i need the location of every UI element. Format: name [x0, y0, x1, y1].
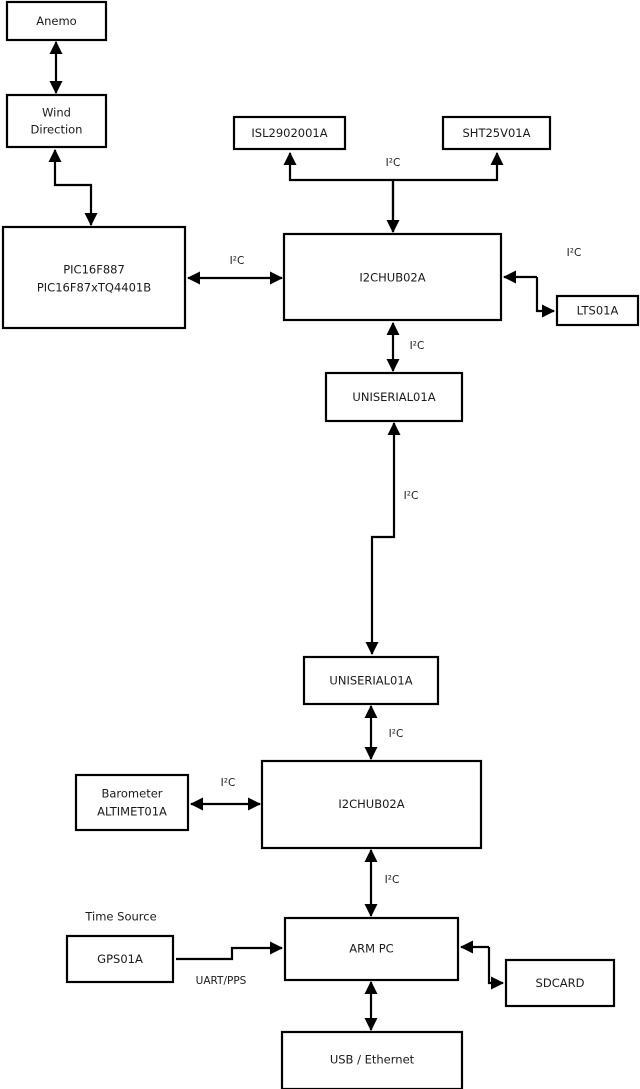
- edge-hub-sensors: I²C: [283, 151, 504, 234]
- edge-line: [48, 148, 98, 227]
- node-label-pic-line2: PIC16F87xTQ4401B: [37, 281, 151, 295]
- node-label-lts: LTS01A: [577, 304, 619, 318]
- edge-line-sd-out: [487, 947, 505, 990]
- node-box[interactable]: [232, 115, 347, 151]
- node-wind-direction[interactable]: Wind Direction: [5, 93, 108, 149]
- edge-line-isl: [283, 151, 395, 232]
- node-box[interactable]: [504, 958, 616, 1008]
- node-label-hub-top: I2CHUB02A: [359, 271, 425, 285]
- node-label-uniserial-upper: UNISERIAL01A: [352, 390, 435, 404]
- node-label-wind-line1: Wind: [42, 106, 71, 120]
- node-sht25v01a[interactable]: SHT25V01A: [441, 115, 552, 151]
- node-anemo[interactable]: Anemo: [5, 0, 108, 42]
- edge-hub2-armpc: I²C: [364, 848, 400, 918]
- node-box[interactable]: [282, 232, 503, 322]
- node-lts01a[interactable]: LTS01A: [555, 294, 640, 327]
- node-box[interactable]: [555, 294, 640, 327]
- node-box[interactable]: [74, 773, 190, 832]
- edge-label-hub2-armpc: I²C: [385, 874, 400, 886]
- node-label-usbeth: USB / Ethernet: [330, 1053, 415, 1067]
- edge-label-hub-lts: I²C: [567, 247, 582, 259]
- node-box[interactable]: [280, 1030, 464, 1089]
- node-uniserial01a-lower[interactable]: UNISERIAL01A: [302, 655, 440, 706]
- node-label-sht: SHT25V01A: [463, 126, 531, 140]
- node-label-hub-bottom: I2CHUB02A: [338, 797, 404, 811]
- node-label-barometer-line2: ALTIMET01A: [97, 805, 167, 819]
- node-box[interactable]: [324, 371, 464, 423]
- edge-hub-lts: I²C: [502, 247, 582, 318]
- edge-line: [365, 421, 401, 656]
- node-label-sdcard: SDCARD: [536, 976, 585, 990]
- node-arm-pc[interactable]: ARM PC: [283, 916, 460, 982]
- node-box[interactable]: [441, 115, 552, 151]
- node-label-armpc: ARM PC: [349, 942, 393, 956]
- node-i2chub02a-top[interactable]: I2CHUB02A: [282, 232, 503, 322]
- edge-armpc-sdcard: [459, 940, 505, 990]
- node-label-gps: GPS01A: [97, 952, 143, 966]
- edge-gps-armpc: UART/PPS: [176, 941, 284, 987]
- node-box[interactable]: [260, 759, 483, 850]
- edge-hub-uniserial: I²C: [386, 321, 425, 373]
- node-label-barometer-line1: Barometer: [101, 787, 162, 801]
- node-label-wind-line2: Direction: [31, 123, 83, 137]
- edge-label-barometer-hub2: I²C: [221, 777, 236, 789]
- node-gps01a[interactable]: GPS01A: [65, 934, 175, 984]
- node-pic-mcu[interactable]: PIC16F887 PIC16F87xTQ4401B: [1, 225, 187, 330]
- node-isl2902001a[interactable]: ISL2902001A: [232, 115, 347, 151]
- node-usb-ethernet[interactable]: USB / Ethernet: [280, 1030, 464, 1089]
- node-box[interactable]: [302, 655, 440, 706]
- edge-uniserial-hub2: I²C: [364, 704, 404, 761]
- node-box[interactable]: [5, 0, 108, 42]
- node-label-pic-line1: PIC16F887: [63, 263, 125, 277]
- node-box[interactable]: [5, 93, 108, 149]
- edge-label-uniserial-link: I²C: [404, 490, 419, 502]
- edge-uniserial-link: I²C: [365, 421, 419, 656]
- edge-label-gps-armpc: UART/PPS: [196, 975, 247, 987]
- node-barometer[interactable]: Barometer ALTIMET01A: [74, 773, 190, 832]
- node-label-anemo: Anemo: [36, 14, 76, 28]
- node-box[interactable]: [65, 934, 175, 984]
- node-box[interactable]: [1, 225, 187, 330]
- edge-line-lts-out: [535, 277, 556, 318]
- label-time-source: Time Source: [84, 910, 156, 924]
- node-sdcard[interactable]: SDCARD: [504, 958, 616, 1008]
- node-box[interactable]: [283, 916, 460, 982]
- edge-line-sht: [393, 151, 504, 182]
- edge-pic-hub: I²C: [186, 255, 284, 285]
- node-label-isl: ISL2902001A: [251, 126, 327, 140]
- edge-label-hub-uniserial: I²C: [410, 340, 425, 352]
- node-i2chub02a-bottom[interactable]: I2CHUB02A: [260, 759, 483, 850]
- edge-label-pic-hub: I²C: [230, 255, 245, 267]
- node-label-uniserial-lower: UNISERIAL01A: [329, 674, 412, 688]
- edge-line: [176, 941, 284, 961]
- edge-wind-pic: [48, 148, 98, 227]
- edge-label-hub-sensors: I²C: [386, 157, 401, 169]
- edge-label-uniserial-hub2: I²C: [389, 728, 404, 740]
- node-uniserial01a-upper[interactable]: UNISERIAL01A: [324, 371, 464, 423]
- edge-barometer-hub2: I²C: [189, 777, 262, 811]
